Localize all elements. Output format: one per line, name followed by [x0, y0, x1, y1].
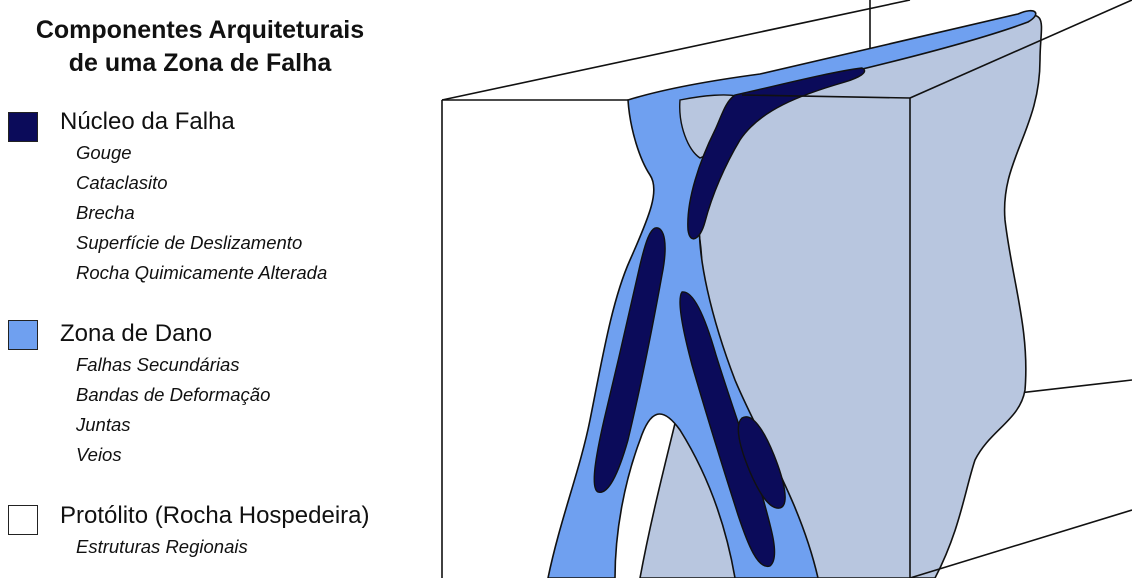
legend-group-fault-core: Núcleo da Falha Gouge Cataclasito Brecha… [8, 106, 369, 292]
title-line-1: Componentes Arquiteturais [0, 14, 400, 47]
fault-zone-block-diagram [420, 0, 1132, 578]
diagram-title: Componentes Arquiteturais de uma Zona de… [0, 14, 400, 80]
legend-item-slip-surface: Superfície de Deslizamento [76, 228, 369, 258]
legend-item-deformation-bands: Bandas de Deformação [76, 380, 369, 410]
legend-group-protolith: Protólito (Rocha Hospedeira) Estruturas … [8, 500, 369, 562]
fault-core-swatch [8, 112, 38, 142]
legend-item-regional-structures: Estruturas Regionais [76, 532, 369, 562]
legend-item-joints: Juntas [76, 410, 369, 440]
damage-zone-swatch [8, 320, 38, 350]
legend-item-cataclasite: Cataclasito [76, 168, 369, 198]
legend-heading-fault-core: Núcleo da Falha [60, 106, 369, 138]
legend-item-secondary-faults: Falhas Secundárias [76, 350, 369, 380]
legend-group-damage-zone: Zona de Dano Falhas Secundárias Bandas d… [8, 318, 369, 488]
legend-heading-protolith: Protólito (Rocha Hospedeira) [60, 500, 369, 532]
legend-item-gouge: Gouge [76, 138, 369, 168]
legend: Núcleo da Falha Gouge Cataclasito Brecha… [8, 106, 369, 562]
legend-item-veins: Veios [76, 440, 369, 470]
title-line-2: de uma Zona de Falha [0, 47, 400, 80]
legend-heading-damage-zone: Zona de Dano [60, 318, 369, 350]
legend-item-altered-rock: Rocha Quimicamente Alterada [76, 258, 369, 288]
legend-item-breccia: Brecha [76, 198, 369, 228]
protolith-swatch [8, 505, 38, 535]
